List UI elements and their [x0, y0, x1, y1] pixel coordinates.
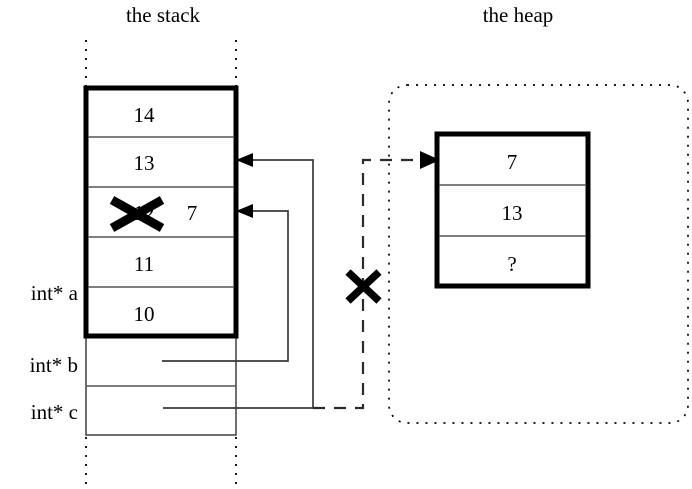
stack-title: the stack: [126, 3, 201, 27]
dangling-pointer-connector: [313, 151, 440, 410]
heap-cell-value-1: 13: [502, 201, 523, 225]
stack-values-box: [83, 85, 239, 339]
pointer-b-connector: [162, 204, 289, 362]
variable-label-c: int* c: [31, 400, 78, 424]
stack-cell-value-1: 13: [134, 151, 155, 175]
stack-cell-value-0: 14: [134, 103, 156, 127]
pointer-c-arrowhead: [236, 153, 253, 167]
heap-cell-value-2: ?: [507, 252, 516, 276]
struck-value-x-mark: [109, 196, 165, 232]
variable-label-a: int* a: [31, 281, 79, 305]
pointer-b-arrowhead: [236, 204, 253, 218]
heap-boundary: [388, 84, 689, 424]
stack-cell-value-4: 10: [134, 302, 155, 326]
variable-label-b: int* b: [30, 353, 78, 377]
dangling-pointer-arrowhead: [420, 151, 440, 169]
stack-cell-value-3: 11: [134, 252, 154, 276]
invalidated-pointer-x-mark: [345, 269, 382, 304]
stack-cell-annotation-2: 7: [187, 201, 198, 225]
heap-title: the heap: [483, 3, 554, 27]
pointer-c-connector: [163, 153, 314, 409]
heap-cell-value-0: 7: [507, 150, 518, 174]
heap-values-box: [434, 131, 591, 289]
